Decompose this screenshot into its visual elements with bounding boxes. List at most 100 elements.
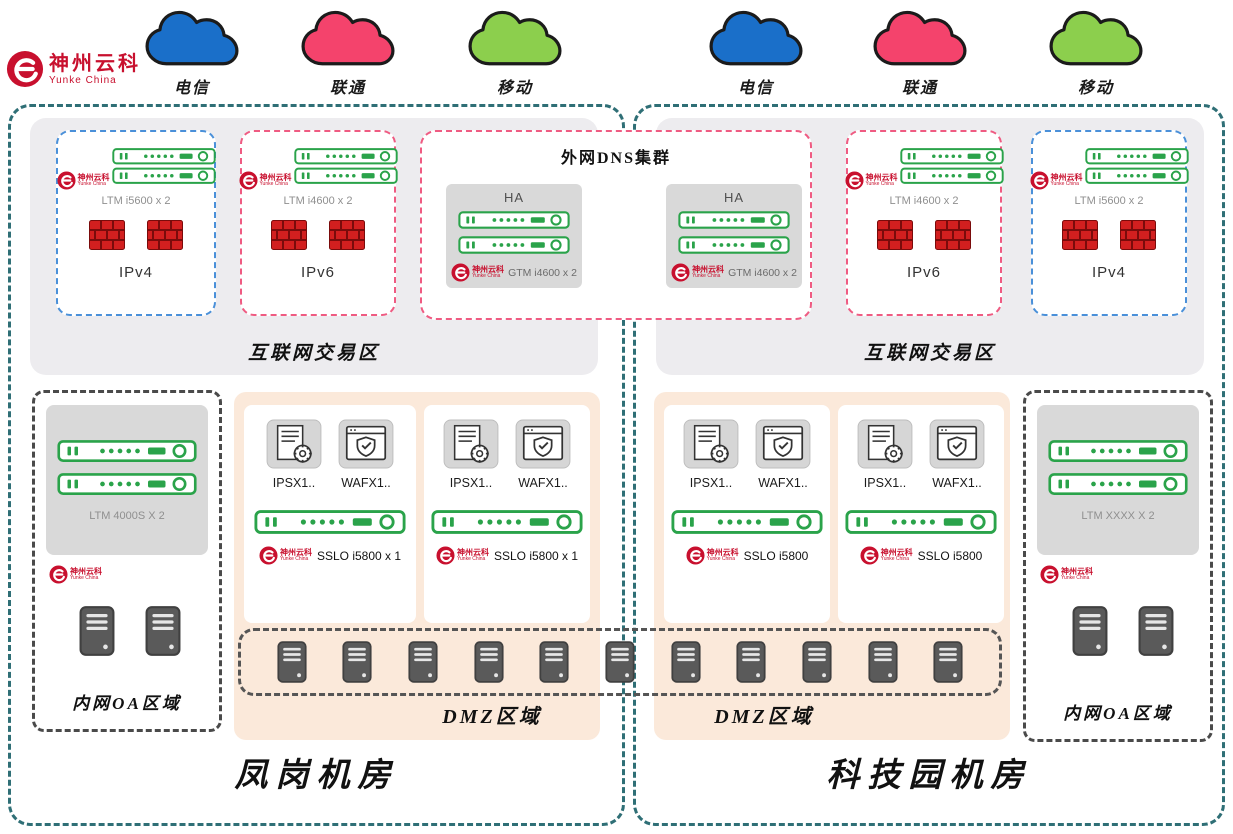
server-icon	[736, 640, 766, 684]
firewall-row	[89, 220, 183, 250]
cloud-telecom-left-icon	[136, 6, 248, 72]
server-icon	[1138, 605, 1174, 657]
sslo-device-label: SSLO i5800	[917, 548, 983, 563]
dns-cluster-title: 外网DNS集群	[560, 150, 671, 167]
cloud-mobile-right-icon	[1040, 6, 1152, 72]
firewall-icon	[271, 220, 307, 250]
yunke-logo-title: 神州云科	[706, 547, 739, 557]
yunke-logo-subtitle: Yunke China	[259, 181, 288, 188]
dmz-server-strip	[238, 628, 1002, 696]
firewall-icon	[1120, 220, 1156, 250]
ltm-appliance-stack-icon	[900, 142, 1004, 190]
yunke-swirl-icon	[6, 50, 44, 88]
yunke-logo-title: 神州云科	[472, 264, 505, 274]
yunke-swirl-icon	[49, 565, 68, 584]
sslo-device-label: SSLO i5800 x 1	[316, 548, 402, 563]
cloud-telecom-left-label: 电信	[173, 80, 210, 97]
server-icon	[145, 605, 181, 657]
server-icon	[868, 640, 898, 684]
waf-icon	[338, 419, 394, 469]
firewall-icon	[147, 220, 183, 250]
fenggang-site-title: 凤岗机房	[234, 758, 399, 794]
security-icons-row	[443, 419, 571, 469]
yunke-logo-subtitle: Yunke China	[456, 556, 486, 563]
techpark-site-title: 科技园机房	[826, 758, 1032, 794]
yunke-logo-title: 神州云科	[880, 547, 913, 557]
server-icon	[79, 605, 115, 657]
gtm-device-label: GTM i4600 x 2	[728, 266, 797, 279]
ltm-device-label: LTM i5600 x 2	[1074, 195, 1144, 207]
server-icon	[1072, 605, 1108, 657]
cloud-unicom-left-label: 联通	[329, 80, 366, 97]
sslo-device-label: SSLO i5800	[743, 548, 809, 563]
dmz-zone-left-label: DMZ区域	[442, 706, 542, 728]
yunke-swirl-icon	[259, 546, 278, 565]
dmz-zone-right-label: DMZ区域	[714, 706, 814, 728]
ha-label: HA	[503, 190, 525, 205]
yunke-logo-title: 神州云科	[49, 52, 141, 75]
yunke-main-logo: 神州云科 Yunke China	[6, 50, 141, 88]
yunke-logo-subtitle: Yunke China	[70, 575, 99, 582]
waf-icon	[515, 419, 571, 469]
yunke-logo-subtitle: Yunke China	[865, 181, 894, 188]
ipv4-label: IPv4	[1091, 264, 1126, 281]
waf-label: WAFX1..	[758, 476, 808, 490]
waf-label: WAFX1..	[341, 476, 391, 490]
gtm-device-label: GTM i4600 x 2	[508, 266, 577, 279]
techpark-datacenter-region	[633, 104, 1225, 826]
cloud-mobile-left-icon	[459, 6, 571, 72]
cloud-mobile-right-label: 移动	[1077, 80, 1114, 97]
waf-label: WAFX1..	[932, 476, 982, 490]
security-icons-row	[266, 419, 394, 469]
firewall-icon	[89, 220, 125, 250]
yunke-logo-title: 神州云科	[1050, 172, 1083, 182]
oa-zone-left-label: 内网OA区域	[72, 694, 182, 713]
ltm-cluster-box: LTM 4000S X 2	[46, 405, 208, 555]
server-icon	[671, 640, 701, 684]
sslo-appliance-icon	[671, 507, 823, 537]
security-labels-row: IPSX1.. WAFX1..	[857, 476, 985, 490]
yunke-swirl-icon	[57, 171, 76, 190]
firewall-icon	[329, 220, 365, 250]
yunke-swirl-icon	[845, 171, 864, 190]
ips-label: IPSX1..	[689, 476, 733, 490]
yunke-logo-subtitle: Yunke China	[472, 273, 501, 280]
ipv6-label: IPv6	[906, 264, 941, 281]
yunke-swirl-icon	[436, 546, 455, 565]
ips-label: IPSX1..	[863, 476, 907, 490]
cloud-unicom-right-label: 联通	[901, 80, 938, 97]
ltm-appliance-stack-icon	[294, 142, 398, 190]
ipv4-label: IPv4	[118, 264, 153, 281]
ltm-appliance-icon	[57, 472, 197, 496]
